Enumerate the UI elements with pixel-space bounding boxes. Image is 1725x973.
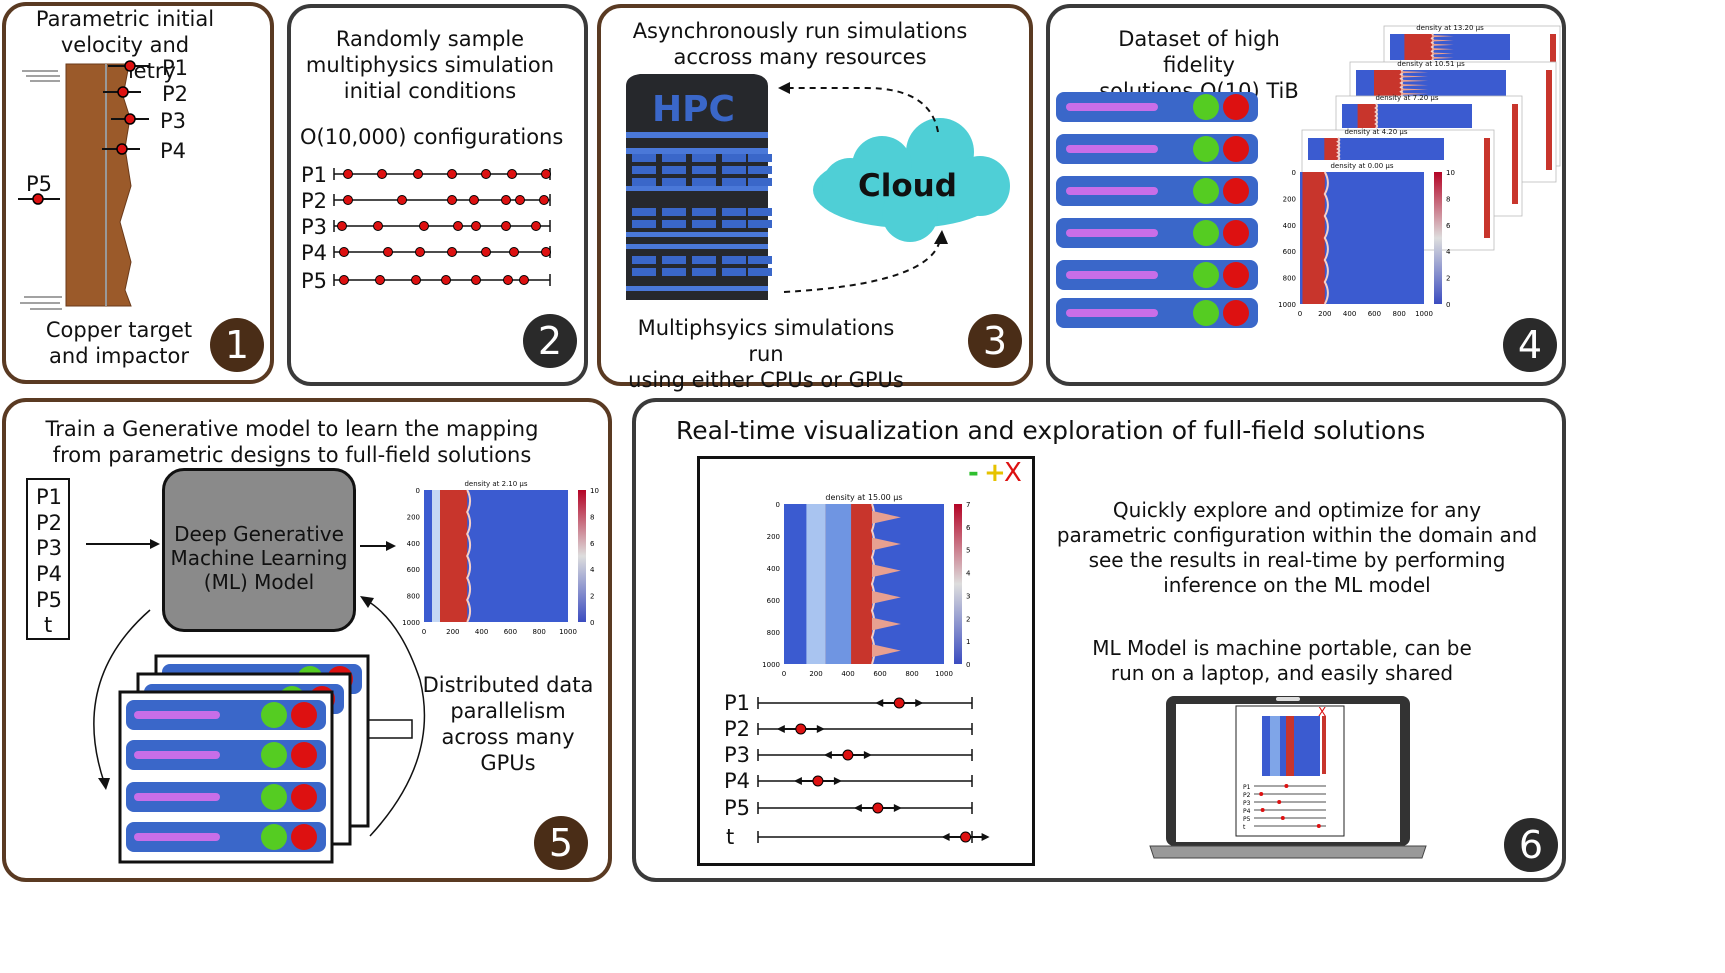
slider-label-t: t	[726, 825, 735, 849]
panel1-caption: Copper target and impactor	[45, 318, 193, 368]
step-number-5: 5	[534, 816, 588, 870]
p3-label: P3	[160, 109, 187, 133]
panel1-title: Parametric initial velocity and geometry	[35, 7, 215, 83]
slider-label-p2: P2	[724, 717, 751, 741]
panel6-text2: ML Model is machine portable, can be run…	[1092, 636, 1472, 685]
slider-label-p4: P4	[724, 769, 751, 793]
window-minimize-button[interactable]: -	[968, 458, 979, 488]
ml-model-label: Deep Generative Machine Learning (ML) Mo…	[170, 522, 348, 594]
input-p2: P2	[36, 511, 63, 535]
p2-row-2-label: P2	[301, 189, 328, 213]
panel3-title: Asynchronously run simulations accross m…	[632, 19, 968, 69]
p5-label: P5	[26, 172, 53, 196]
p1-label: P1	[162, 56, 189, 80]
input-p5: P5	[36, 588, 63, 612]
window-close-button[interactable]: X	[1004, 458, 1022, 488]
slider-label-p3: P3	[724, 743, 751, 767]
step-number-6: 6	[1504, 818, 1558, 872]
hpc-label: HPC	[652, 89, 735, 130]
input-p1: P1	[36, 485, 63, 509]
panel6-title: Real-time visualization and exploration …	[676, 416, 1426, 445]
cloud-label: Cloud	[858, 168, 957, 204]
window-maximize-button[interactable]: +	[984, 458, 1006, 488]
p2-row-3-label: P3	[301, 215, 328, 239]
panel6-text1: Quickly explore and optimize for any par…	[1056, 498, 1538, 597]
slider-label-p5: P5	[724, 796, 751, 820]
step-number-3: 3	[968, 314, 1022, 368]
panel5-caption: Distributed data parallelism across many…	[422, 673, 594, 775]
step-number-4: 4	[1503, 318, 1557, 372]
panel4-title: Dataset of high fidelity solutions O(10)…	[1099, 27, 1299, 103]
p2-label: P2	[162, 82, 189, 106]
panel5-title: Train a Generative model to learn the ma…	[45, 417, 539, 467]
panel2-subtitle: O(10,000) configurations	[300, 125, 564, 149]
p4-label: P4	[160, 139, 187, 163]
panel2-title: Randomly sample multiphysics simulation …	[305, 27, 555, 103]
ml-model-box	[162, 468, 356, 632]
p2-row-4-label: P4	[301, 241, 328, 265]
input-parameter-box	[26, 478, 70, 640]
step-number-2: 2	[523, 314, 577, 368]
panel3-caption: Multiphsyics simulations run using eithe…	[628, 316, 904, 392]
input-p3: P3	[36, 536, 63, 560]
input-t: t	[44, 613, 53, 637]
slider-label-p1: P1	[724, 691, 751, 715]
input-p4: P4	[36, 562, 63, 586]
p2-row-5-label: P5	[301, 269, 328, 293]
step-number-1: 1	[210, 318, 264, 372]
p2-row-1-label: P1	[301, 163, 328, 187]
